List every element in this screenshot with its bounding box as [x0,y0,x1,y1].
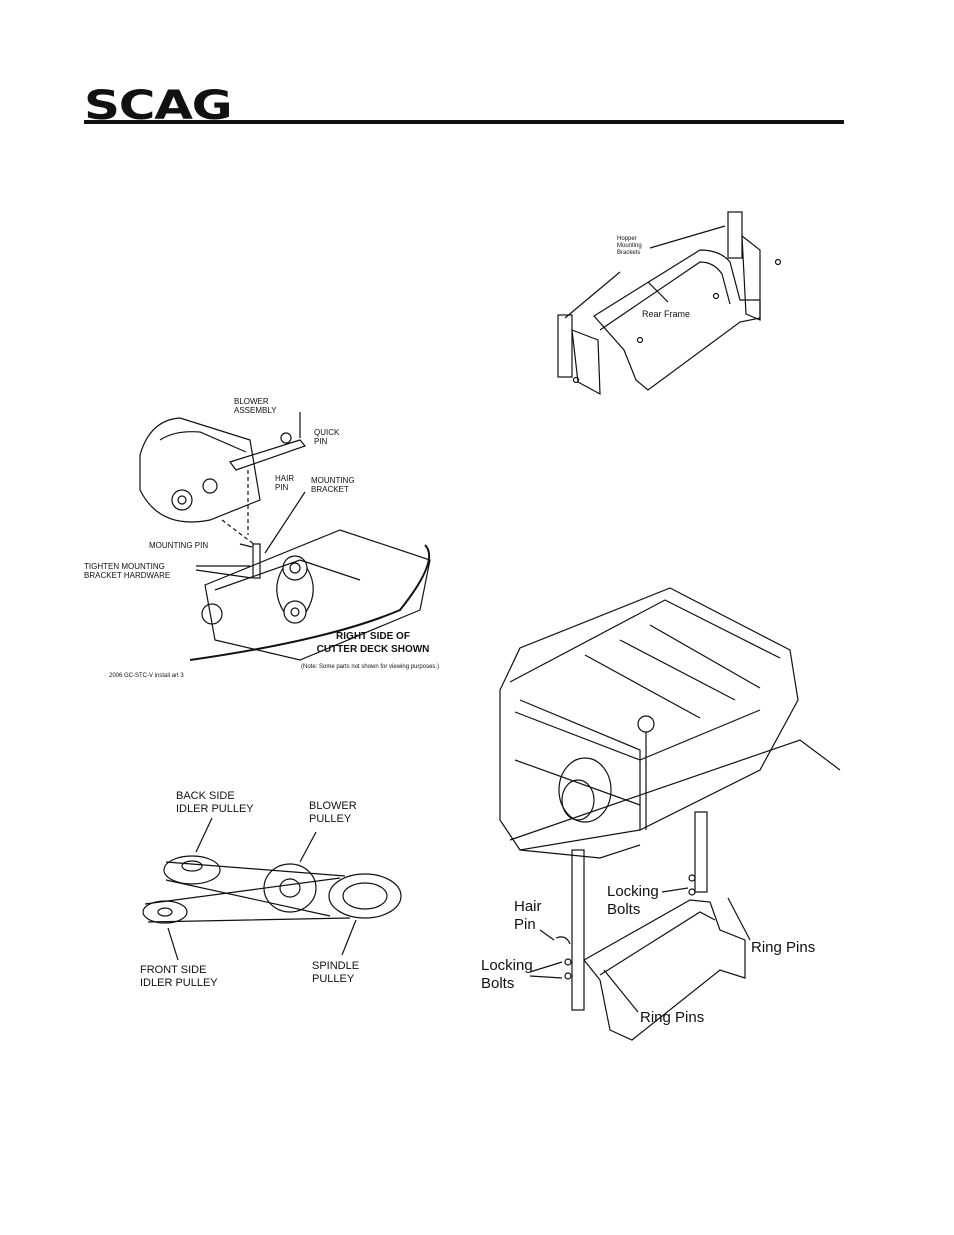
right-side-label: RIGHT SIDE OF CUTTER DECK SHOWN [316,631,430,655]
ring-pins-lower-label: Ring Pins [640,1009,705,1026]
mounting-pin-label: MOUNTING PIN [149,541,209,550]
blower-pulley-label: BLOWER PULLEY [309,800,357,825]
quick-pin-label: QUICK PIN [314,428,340,446]
back-idler-label: BACK SIDE IDLER PULLEY [176,790,254,815]
pulley-figure [142,817,402,961]
hair-pin-label: HAIR PIN [275,474,295,492]
blower-assembly-label: BLOWER ASSEMBLY [234,397,277,415]
art-id-label: 2006 GC-STC-V install art 3 [109,673,184,679]
mounting-bracket-label: MOUNTING BRACKET [311,476,355,494]
rear-frame-figure [557,211,782,396]
ring-pins-right-label: Ring Pins [751,939,816,956]
front-idler-label: FRONT SIDE IDLER PULLEY [140,964,218,989]
header-rule [84,120,844,124]
hopper-figure [499,587,841,1041]
locking-bolts-lower-label: Locking Bolts [481,957,533,992]
parts-note: (Note: Some parts not shown for viewing … [301,664,440,670]
rear-frame-label: Rear Frame [642,309,691,319]
hair-pin-label-large: Hair Pin [514,898,542,933]
locking-bolts-upper-label: Locking Bolts [607,883,659,918]
blower-deck-figure [139,412,431,661]
spindle-pulley-label: SPINDLE PULLEY [312,960,360,985]
hopper-mounting-brackets-label: Hopper Mounting Brackets [617,236,642,256]
scag-logo: SCAG [84,83,233,129]
tighten-hardware-label: TIGHTEN MOUNTING BRACKET HARDWARE [84,562,171,580]
